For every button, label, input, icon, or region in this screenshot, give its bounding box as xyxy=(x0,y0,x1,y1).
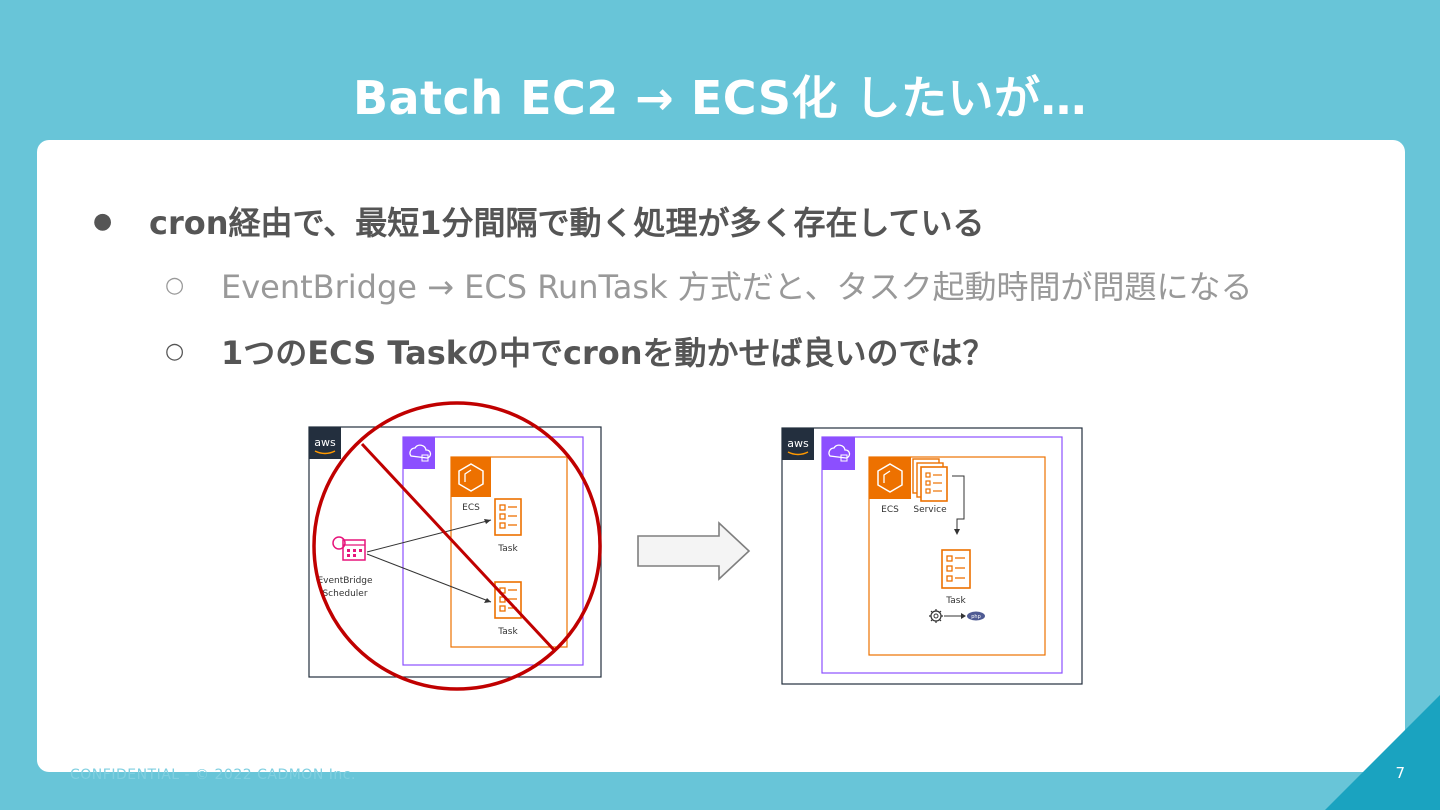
content-card: ● cron経由で、最短1分間隔で動く処理が多く存在している ○ EventBr… xyxy=(37,140,1405,772)
service-icon xyxy=(912,458,948,502)
bullet-text: cron経由で、最短1分間隔で動く処理が多く存在している xyxy=(149,204,985,242)
arrow-to-task-1 xyxy=(366,519,492,553)
ecs-label: ECS xyxy=(462,503,480,513)
vpc-box xyxy=(402,436,584,666)
bullet-item-2: ○ EventBridge → ECS RunTask 方式だと、タスク起動時間… xyxy=(165,262,1253,308)
bullet-item-3: ○ 1つのECS Taskの中でcronを動かせば良いのでは？ xyxy=(165,328,995,374)
bullet-marker: ● xyxy=(93,208,113,234)
slide-title: Batch EC2 → ECS化 したいが… xyxy=(352,71,1088,125)
service-to-task-arrow xyxy=(952,475,965,529)
vpc-icon xyxy=(822,437,855,470)
task-icon xyxy=(941,549,971,589)
task-icon-2 xyxy=(494,581,522,619)
vpc-icon xyxy=(403,437,435,469)
gear-icon xyxy=(929,609,943,623)
vpc-box xyxy=(821,436,1063,674)
php-logo-text: php xyxy=(971,614,981,620)
scheduler-label-line2: Scheduler xyxy=(322,589,367,599)
confidential-footer: CONFIDENTIAL - © 2022 CADMON Inc. xyxy=(70,767,356,783)
ecs-icon xyxy=(451,457,491,497)
sub-bullet-marker: ○ xyxy=(165,272,185,298)
sub-bullet-marker: ○ xyxy=(165,338,185,364)
bullet-item-1: ● cron経由で、最短1分間隔で動く処理が多く存在している xyxy=(93,198,985,244)
aws-logo-icon: aws xyxy=(782,428,814,460)
aws-logo-text: aws xyxy=(787,437,809,450)
eventbridge-scheduler-icon xyxy=(332,536,366,561)
ecs-label: ECS xyxy=(881,505,899,515)
sub-bullet-text: 1つのECS Taskの中でcronを動かせば良いのでは？ xyxy=(221,334,995,372)
left-architecture-diagram: aws ECS Task xyxy=(308,401,602,691)
page-number: 7 xyxy=(1395,764,1405,782)
task-icon-1 xyxy=(494,498,522,536)
service-label: Service xyxy=(913,505,947,515)
transition-arrow-icon xyxy=(637,521,751,581)
aws-logo-icon: aws xyxy=(309,427,341,459)
aws-logo-text: aws xyxy=(314,436,336,449)
task-label-1: Task xyxy=(497,544,518,554)
task-label-2: Task xyxy=(497,627,518,637)
corner-decoration xyxy=(1325,695,1440,810)
prohibit-icon xyxy=(312,401,602,691)
sub-bullet-text: EventBridge → ECS RunTask 方式だと、タスク起動時間が問… xyxy=(221,268,1253,306)
php-logo-icon: php xyxy=(967,611,985,621)
scheduler-label-line1: EventBridge xyxy=(317,576,373,586)
arrow-to-task-2 xyxy=(366,553,492,603)
task-label: Task xyxy=(945,596,966,606)
ecs-cluster-box xyxy=(868,456,1046,656)
ecs-icon xyxy=(869,457,911,499)
ecs-cluster-box xyxy=(450,456,568,648)
right-architecture-diagram: aws ECS Service xyxy=(781,427,1083,685)
